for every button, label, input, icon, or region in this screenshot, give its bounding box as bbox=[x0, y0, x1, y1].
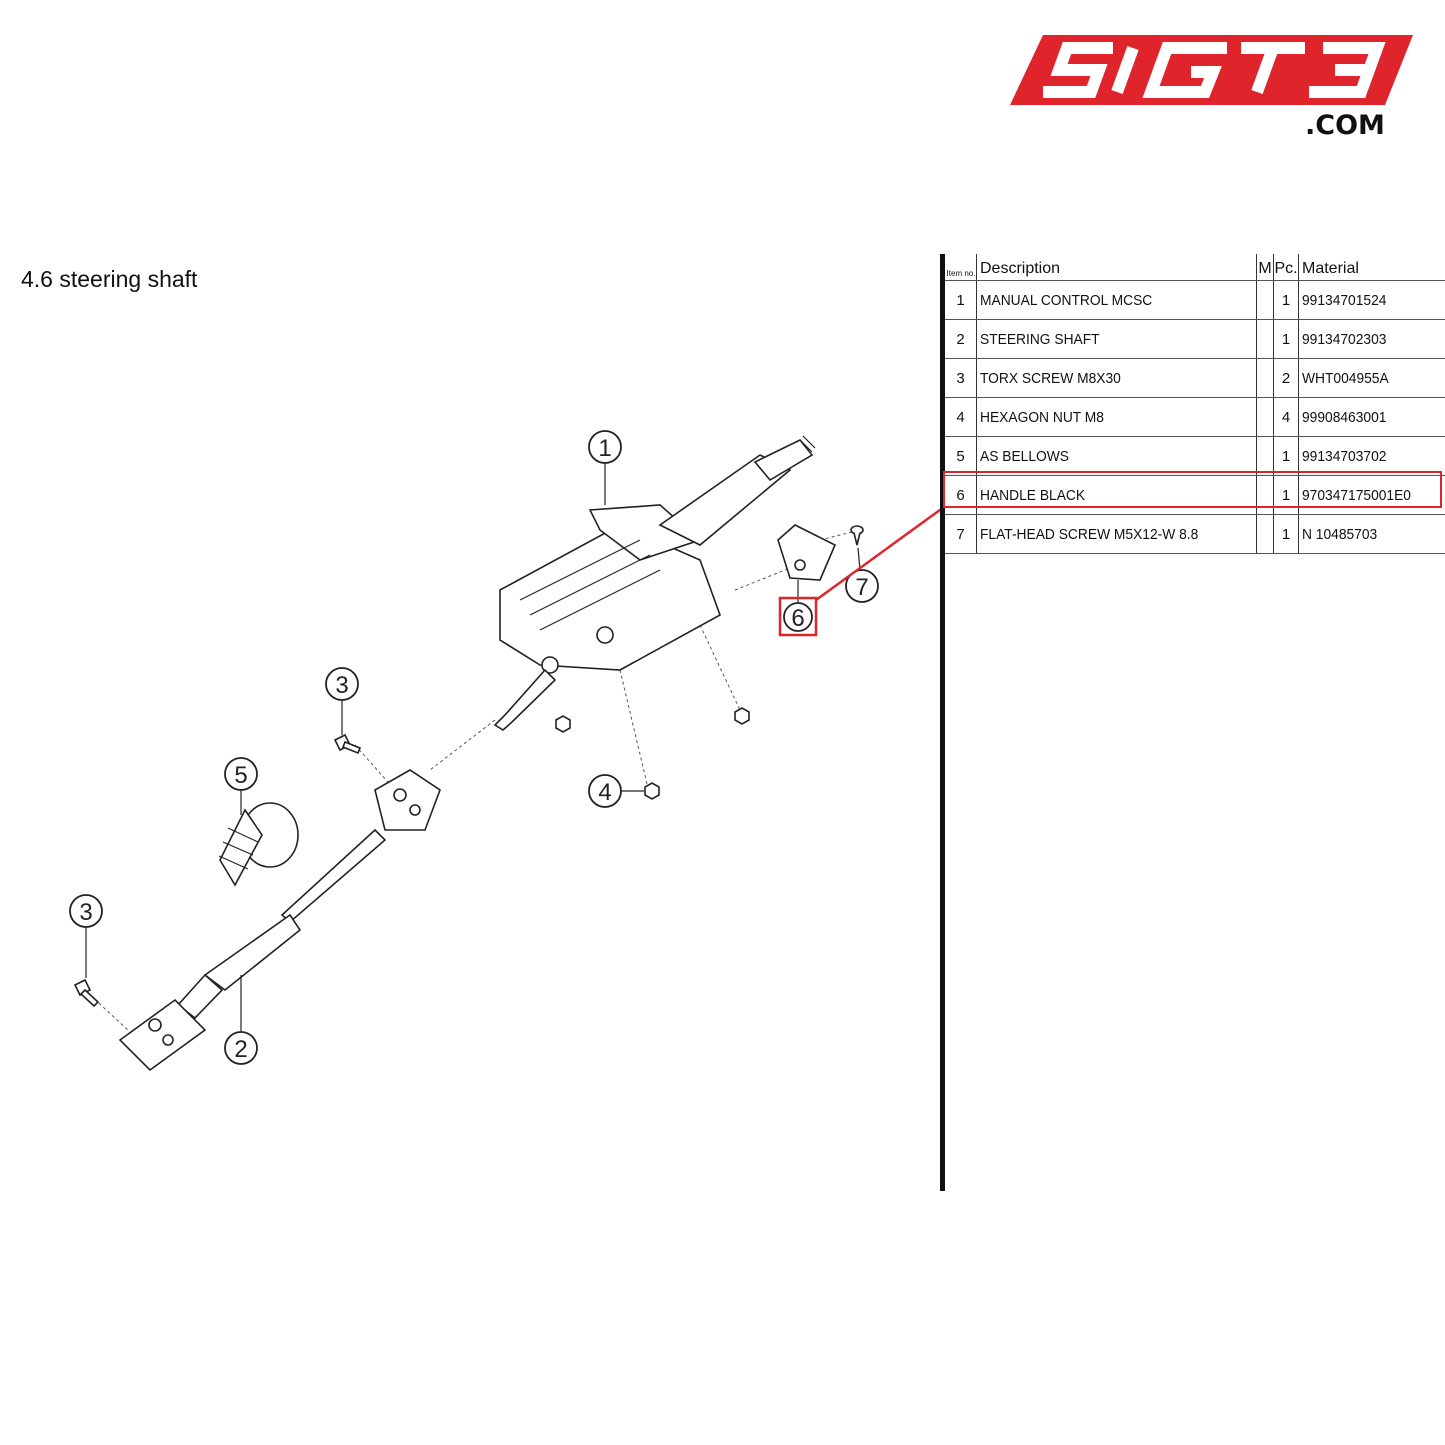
table-row[interactable]: 4 HEXAGON NUT M8 4 99908463001 bbox=[945, 397, 1445, 437]
callout-3: 3 bbox=[325, 667, 359, 735]
m-cell bbox=[1256, 397, 1274, 437]
part-6-handle-black bbox=[777, 524, 837, 581]
part-7-flat-head-screw bbox=[850, 525, 864, 546]
pc-cell: 1 bbox=[1273, 280, 1299, 320]
item-no-cell: 2 bbox=[945, 319, 977, 359]
m-cell bbox=[1256, 280, 1274, 320]
svg-text:7: 7 bbox=[855, 574, 868, 601]
item-no-cell: 6 bbox=[945, 475, 977, 515]
description-cell: MANUAL CONTROL MCSC bbox=[980, 291, 1153, 309]
header-item-no: Item no. bbox=[945, 254, 977, 281]
description-cell: HANDLE BLACK bbox=[980, 486, 1086, 504]
pc-cell: 1 bbox=[1273, 436, 1299, 476]
table-row[interactable]: 5 AS BELLOWS 1 99134703702 bbox=[945, 436, 1445, 476]
svg-text:6: 6 bbox=[791, 605, 804, 632]
description-cell: FLAT-HEAD SCREW M5X12-W 8.8 bbox=[980, 525, 1199, 543]
description-cell: TORX SCREW M8X30 bbox=[980, 369, 1121, 387]
material-cell[interactable]: 99908463001 bbox=[1302, 408, 1387, 426]
callout-6-highlight-box bbox=[778, 596, 818, 637]
parts-list-table: Item no. Description M Pc. Material 1 MA… bbox=[945, 254, 1445, 554]
table-row[interactable]: 3 TORX SCREW M8X30 2 WHT004955A bbox=[945, 358, 1445, 398]
description-cell: HEXAGON NUT M8 bbox=[980, 408, 1104, 426]
item-no-cell: 4 bbox=[945, 397, 977, 437]
pc-cell: 4 bbox=[1273, 397, 1299, 437]
m-cell bbox=[1256, 436, 1274, 476]
svg-text:3: 3 bbox=[335, 672, 348, 699]
item-no-cell: 1 bbox=[945, 280, 977, 320]
m-cell bbox=[1256, 319, 1274, 359]
part-1-manual-control bbox=[493, 435, 816, 731]
material-cell[interactable]: 970347175001E0 bbox=[1302, 486, 1411, 504]
material-cell[interactable]: 99134701524 bbox=[1302, 291, 1387, 309]
table-row[interactable]: 2 STEERING SHAFT 1 99134702303 bbox=[945, 319, 1445, 359]
table-row-highlighted[interactable]: 6 HANDLE BLACK 1 970347175001E0 bbox=[945, 475, 1445, 515]
header-m: M bbox=[1256, 254, 1274, 281]
svg-text:4: 4 bbox=[598, 779, 611, 806]
header-material: Material bbox=[1298, 254, 1445, 281]
table-row[interactable]: 7 FLAT-HEAD SCREW M5X12-W 8.8 1 N 104857… bbox=[945, 514, 1445, 554]
item-no-cell: 5 bbox=[945, 436, 977, 476]
callout-4: 4 bbox=[588, 774, 644, 808]
callout-7: 7 bbox=[845, 547, 879, 603]
m-cell bbox=[1256, 358, 1274, 398]
exploded-view-drawing: .ln { stroke:#222; stroke-width:1.6; fil… bbox=[69, 430, 879, 1072]
svg-text:3: 3 bbox=[79, 899, 92, 926]
part-4-hexagon-nut bbox=[555, 707, 750, 800]
page-title: 4.6 steering shaft bbox=[21, 266, 198, 292]
part-3-torx-screw bbox=[73, 733, 362, 1008]
callout-5: 5 bbox=[224, 757, 258, 815]
callout-1: 1 bbox=[588, 430, 622, 505]
brand-logo[interactable]: .COM bbox=[1005, 30, 1417, 145]
table-header-row: Item no. Description M Pc. Material bbox=[945, 254, 1445, 281]
header-description: Description bbox=[976, 254, 1257, 281]
callout-6: 6 bbox=[778, 580, 818, 637]
header-pc: Pc. bbox=[1273, 254, 1299, 281]
callout-2: 2 bbox=[224, 975, 258, 1065]
m-cell bbox=[1256, 514, 1274, 554]
description-cell: AS BELLOWS bbox=[980, 447, 1069, 465]
material-cell[interactable]: WHT004955A bbox=[1302, 369, 1389, 387]
callout-3: 3 bbox=[69, 894, 103, 978]
pc-cell: 2 bbox=[1273, 358, 1299, 398]
column-divider bbox=[940, 254, 945, 1191]
material-cell[interactable]: 99134703702 bbox=[1302, 447, 1387, 465]
svg-text:5: 5 bbox=[234, 762, 247, 789]
svg-text:1: 1 bbox=[598, 435, 611, 462]
svg-text:2: 2 bbox=[234, 1036, 247, 1063]
description-cell: STEERING SHAFT bbox=[980, 330, 1100, 348]
material-cell[interactable]: N 10485703 bbox=[1302, 525, 1378, 543]
item-no-cell: 3 bbox=[945, 358, 977, 398]
pc-cell: 1 bbox=[1273, 514, 1299, 554]
pc-cell: 1 bbox=[1273, 475, 1299, 515]
sigt3-logo-mark bbox=[1010, 35, 1413, 105]
pc-cell: 1 bbox=[1273, 319, 1299, 359]
m-cell bbox=[1256, 475, 1274, 515]
material-cell[interactable]: 99134702303 bbox=[1302, 330, 1387, 348]
part-5-bellows bbox=[218, 802, 299, 887]
item-no-cell: 7 bbox=[945, 514, 977, 554]
table-row[interactable]: 1 MANUAL CONTROL MCSC 1 99134701524 bbox=[945, 280, 1445, 320]
part-2-steering-shaft bbox=[118, 769, 441, 1072]
logo-domain-suffix: .COM bbox=[1305, 110, 1385, 141]
